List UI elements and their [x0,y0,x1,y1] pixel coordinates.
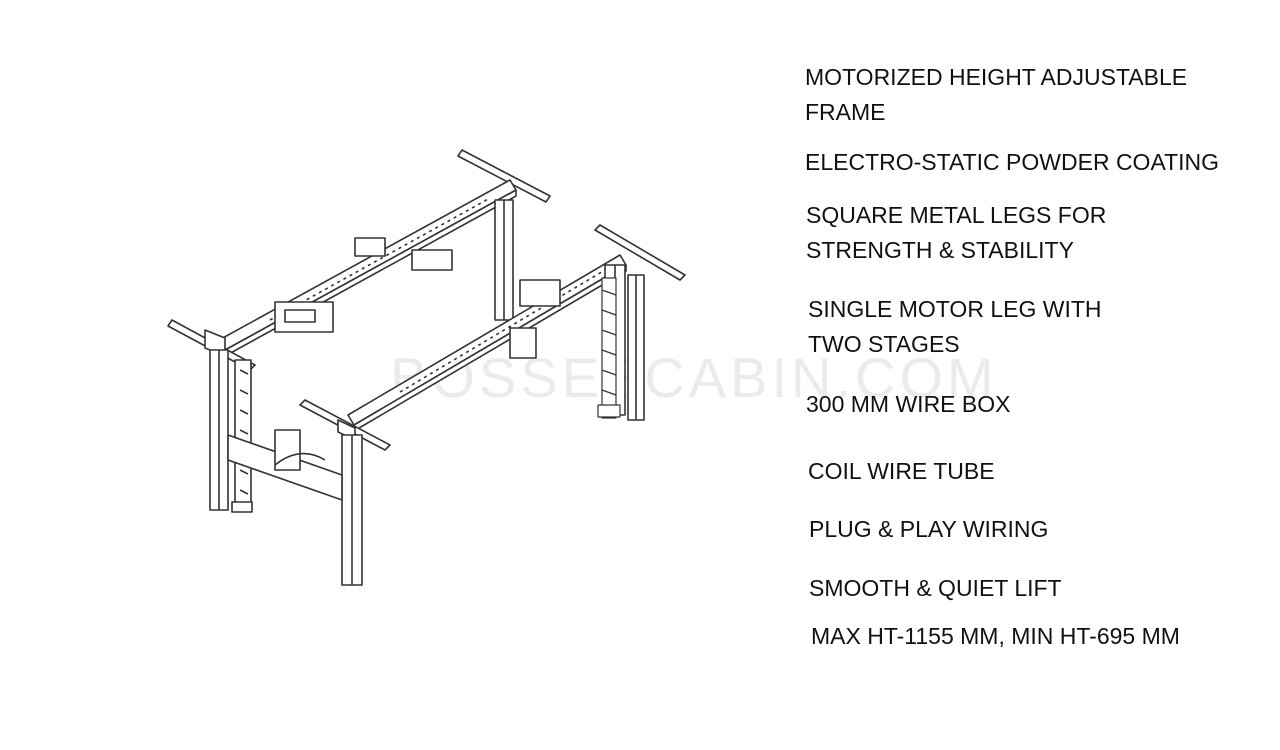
feature-legs: SQUARE METAL LEGS FOR STRENGTH & STABILI… [806,198,1266,268]
feature-wiring-line-1: PLUG & PLAY WIRING [809,516,1049,542]
feature-frame-line-1: MOTORIZED HEIGHT ADJUSTABLE [805,64,1188,90]
left-frame [167,301,334,513]
feature-wire-box-line-1: 300 MM WIRE BOX [806,391,1011,417]
front-leg [227,399,391,586]
coil-tube [597,277,621,419]
watermark-text: BOSSESCABIN.COM [390,346,998,409]
feature-legs-line-1: SQUARE METAL LEGS FOR [806,202,1107,228]
feature-coil-tube: COIL WIRE TUBE [808,454,1268,489]
feature-coating-line-1: ELECTRO-STATIC POWDER COATING [805,149,1220,175]
feature-coating: ELECTRO-STATIC POWDER COATING [805,145,1265,180]
feature-height: MAX HT-1155 MM, MIN HT-695 MM [811,619,1271,654]
right-frame [347,224,686,432]
feature-motor-line-1: SINGLE MOTOR LEG WITH [808,296,1102,322]
feature-lift: SMOOTH & QUIET LIFT [809,571,1269,606]
feature-lift-line-1: SMOOTH & QUIET LIFT [809,575,1062,601]
feature-height-line-1: MAX HT-1155 MM, MIN HT-695 MM [811,623,1180,649]
feature-frame-line-2: FRAME [805,99,886,125]
desk-frame-drawing [167,149,686,586]
feature-frame: MOTORIZED HEIGHT ADJUSTABLE FRAME [805,60,1265,130]
feature-coil-tube-line-1: COIL WIRE TUBE [808,458,995,484]
feature-legs-line-2: STRENGTH & STABILITY [806,237,1074,263]
feature-motor-line-2: TWO STAGES [808,331,960,357]
feature-wiring: PLUG & PLAY WIRING [809,512,1269,547]
feature-motor: SINGLE MOTOR LEG WITH TWO STAGES [808,292,1268,362]
feature-wire-box: 300 MM WIRE BOX [806,387,1266,422]
